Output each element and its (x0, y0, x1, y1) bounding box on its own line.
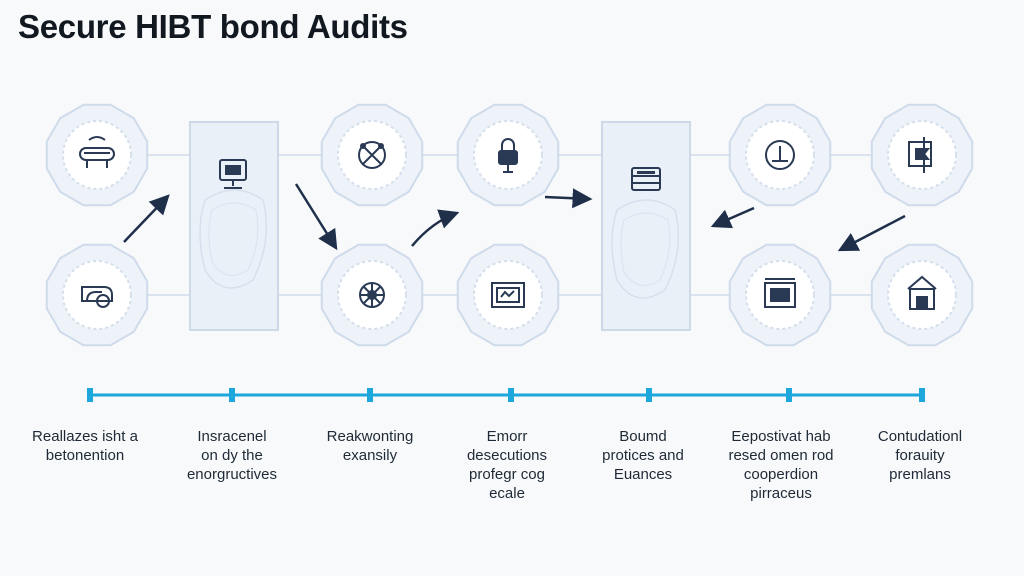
step-label: Eepostivat hab resed omen rod cooperdion pi… (716, 427, 846, 503)
timeline-tick (786, 388, 792, 402)
process-node (456, 103, 560, 207)
process-node (870, 103, 974, 207)
monitor-icon (219, 159, 247, 189)
flag-shield-icon (908, 137, 932, 173)
cross-tools-icon (358, 141, 386, 169)
flow-arrow (544, 188, 593, 209)
step-label-line: ecale (489, 485, 525, 502)
step-label-line: Emorr (486, 428, 528, 445)
flow-arrow (294, 183, 338, 251)
process-node (456, 243, 560, 347)
step-label-line: Boumd (619, 428, 667, 445)
step-label-line: resed omen rod (728, 447, 834, 464)
process-node (870, 243, 974, 347)
process-node (45, 243, 149, 347)
timeline-tick (367, 388, 373, 402)
timeline-tick (646, 388, 652, 402)
step-label-line: Eepostivat hab (731, 428, 831, 445)
flow-arrows (123, 183, 906, 252)
step-label-line: Reakwonting (326, 428, 414, 445)
folder-hand-icon (81, 286, 113, 308)
timeline-tick (508, 388, 514, 402)
process-node (45, 103, 149, 207)
building-icon (907, 275, 937, 310)
padlock-icon (498, 138, 518, 173)
step-label-line: Insracenel (197, 428, 267, 445)
circle-down-icon (765, 140, 795, 170)
step-label-line: forauity (895, 447, 945, 464)
step-label-line: Euances (613, 466, 673, 483)
step-label-line: on dy the (201, 447, 263, 464)
page-title: Secure HIBT bond Audits (18, 8, 408, 45)
step-label-line: pirraceus (750, 485, 812, 502)
step-label: Reakwonting exansily (305, 427, 435, 465)
flow-arrow (710, 206, 755, 229)
step-label-line: premlans (889, 466, 951, 483)
step-label: Reallazes isht a betonention (20, 427, 150, 465)
flow-arrow (411, 209, 460, 247)
process-node (320, 243, 424, 347)
step-label: Contudationl forauity premlans (855, 427, 985, 484)
step-label-line: protices and (602, 447, 684, 464)
process-node (728, 243, 832, 347)
timeline (87, 388, 925, 402)
tall-panel-right (601, 121, 691, 331)
step-label-line: profegr cog (469, 466, 545, 483)
step-label: Emorr desecutions profegr cog ecale (442, 427, 572, 503)
visor-icon (79, 136, 115, 168)
vault-icon (764, 278, 796, 308)
flow-arrow (837, 214, 906, 252)
step-label: Insracenel on dy the enorgructives (167, 427, 297, 484)
process-node (320, 103, 424, 207)
process-node (728, 103, 832, 207)
timeline-tick (229, 388, 235, 402)
step-label-line: enorgructives (186, 466, 278, 483)
timeline-tick (87, 388, 93, 402)
framed-document-icon (491, 282, 525, 308)
gear-wheel-icon (359, 282, 385, 308)
step-label-line: Reallazes isht a (32, 428, 138, 445)
step-label-line: betonention (45, 447, 125, 464)
step-label-line: desecutions (466, 447, 548, 464)
step-label-line: exansily (342, 447, 398, 464)
step-label-line: cooperdion (743, 466, 819, 483)
connector-lines (145, 154, 875, 296)
tall-panel-left (189, 121, 279, 331)
step-label-line: Contudationl (877, 428, 963, 445)
flow-arrow (123, 194, 170, 243)
server-icon (631, 167, 661, 191)
timeline-tick (919, 388, 925, 402)
